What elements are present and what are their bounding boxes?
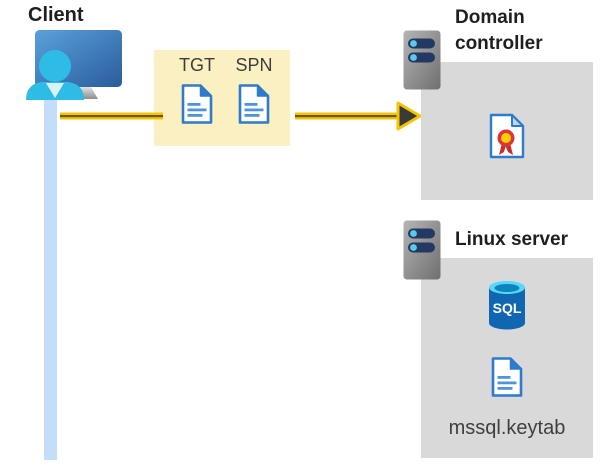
tgt-label: TGT xyxy=(179,55,215,75)
sql-database-icon: SQL xyxy=(489,281,525,330)
domain-controller-label: Domain controller xyxy=(455,7,543,54)
client-workstation-icon xyxy=(26,30,122,100)
sql-label: SQL xyxy=(493,300,522,316)
auth-request-arrow xyxy=(60,101,422,131)
person-head xyxy=(39,50,71,82)
ticket-spn: SPN xyxy=(232,55,276,125)
server-icon xyxy=(403,30,441,90)
ticket-tgt: TGT xyxy=(175,55,219,125)
person-collar xyxy=(46,83,64,98)
arrowhead-icon xyxy=(396,101,422,131)
document-icon xyxy=(238,84,270,124)
client-label: Client xyxy=(28,4,84,26)
linux-server-label: Linux server xyxy=(455,229,568,250)
certificate-icon xyxy=(489,113,525,159)
spn-label: SPN xyxy=(235,55,273,75)
document-icon xyxy=(181,84,213,124)
document-icon xyxy=(491,357,523,397)
server-icon xyxy=(403,220,441,280)
keytab-file-label: mssql.keytab xyxy=(448,417,566,439)
client-connector-line xyxy=(44,100,57,460)
